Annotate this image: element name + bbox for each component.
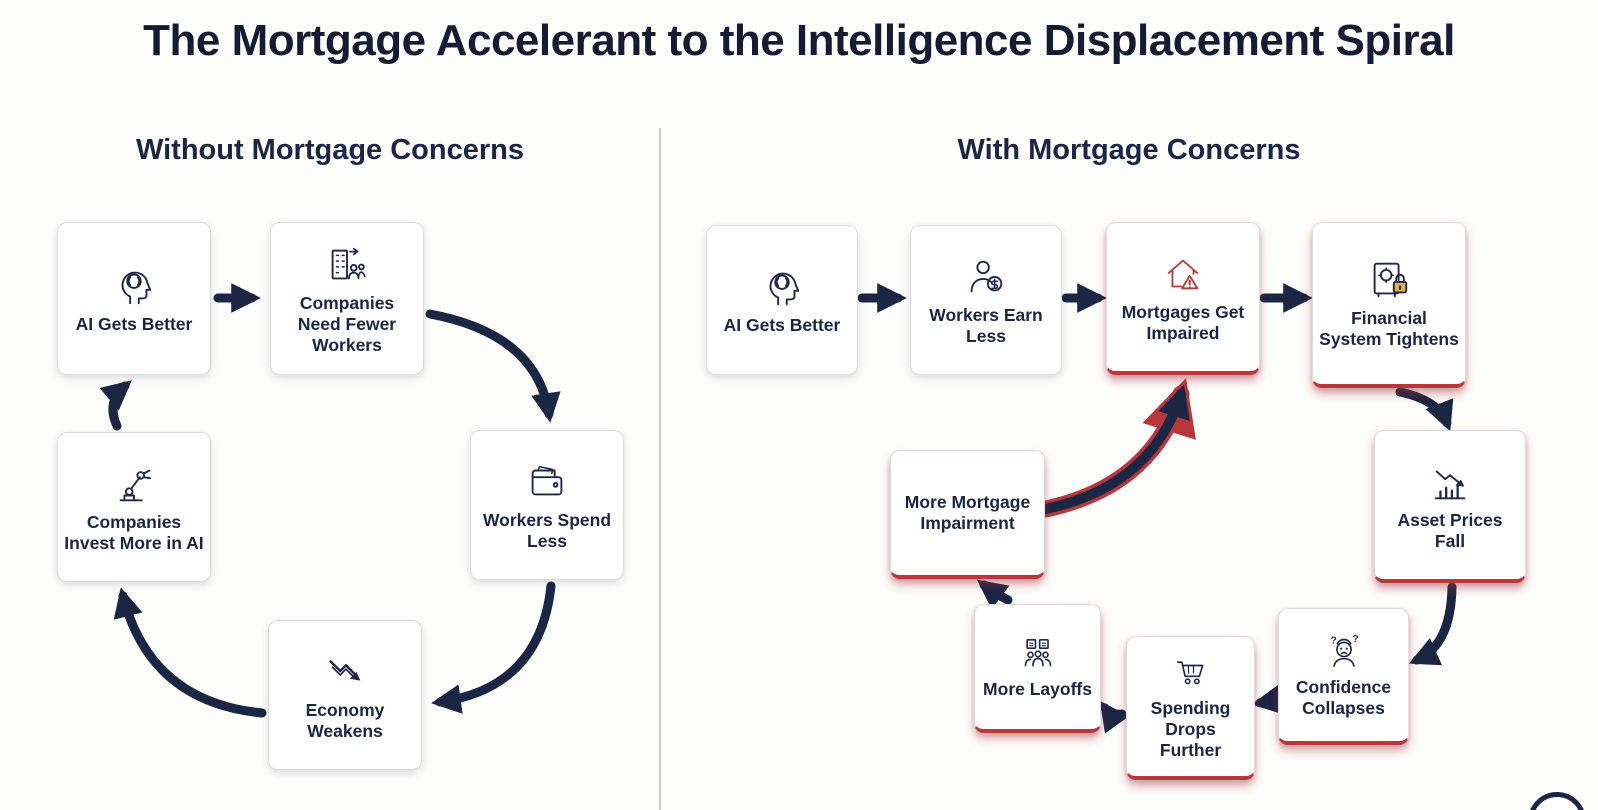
node-more-layoffs: More Layoffs <box>974 604 1101 733</box>
arrow-feedback <box>1041 384 1190 514</box>
safe-lock-icon <box>1366 257 1412 303</box>
node-label: Mortgages Get Impaired <box>1121 301 1245 343</box>
node-label: AI Gets Better <box>723 315 841 335</box>
node-confidence-collapses: ? ? Confidence Collapses <box>1278 608 1409 745</box>
worried-person-icon: ? ? <box>1324 632 1364 672</box>
node-label: More Mortgage Impairment <box>904 492 1031 533</box>
arrow-spendless-to-economy <box>431 581 556 714</box>
node-label: Workers Earn Less <box>929 304 1043 346</box>
panel-divider <box>659 128 661 810</box>
node-financial-system-tightens: Financial System Tightens <box>1312 222 1466 388</box>
node-workers-earn-less: Workers Earn Less <box>910 225 1062 375</box>
wallet-icon <box>524 459 570 505</box>
chart-decline-icon <box>1427 459 1473 505</box>
node-asset-prices-fall: Asset Prices Fall <box>1374 430 1526 583</box>
shopping-cart-icon <box>1171 653 1211 693</box>
arrow-financial-to-assets <box>1395 387 1454 432</box>
logo-mark <box>1528 792 1586 810</box>
downturn-arrow-icon <box>322 649 368 695</box>
left-panel-heading: Without Mortgage Concerns <box>135 134 524 166</box>
node-economy-weakens: Economy Weakens <box>268 620 422 770</box>
layoffs-people-icon <box>1018 634 1058 674</box>
company-workers-icon <box>324 242 370 288</box>
right-panel-heading: With Mortgage Concerns <box>957 134 1301 166</box>
node-label: Economy Weakens <box>305 699 385 741</box>
arrow-layoffs-to-impairment <box>976 579 1013 610</box>
arrow-spending-to-layoffs <box>1099 700 1130 734</box>
brain-icon <box>111 263 157 309</box>
node-label: Confidence Collapses <box>1295 676 1392 718</box>
node-label: Companies Invest More in AI <box>64 511 204 553</box>
node-mortgages-get-impaired: Mortgages Get Impaired <box>1106 222 1260 375</box>
node-label: AI Gets Better <box>75 313 193 334</box>
arrow-invest-to-ai <box>99 380 132 431</box>
house-warning-icon <box>1160 251 1206 297</box>
node-label: Spending Drops Further <box>1150 697 1231 760</box>
arrow-companies-to-spendless <box>425 309 561 423</box>
arrow-economy-to-invest <box>113 587 267 718</box>
page-title: The Mortgage Accelerant to the Intellige… <box>143 16 1455 65</box>
node-ai-gets-better-left: AI Gets Better <box>57 222 211 375</box>
node-label: More Layoffs <box>983 679 1092 699</box>
worker-dollar-icon <box>963 254 1009 300</box>
node-companies-need-fewer-workers: Companies Need Fewer Workers <box>270 222 424 375</box>
node-label: Asset Prices Fall <box>1397 509 1503 551</box>
arrow-confidence-to-spending <box>1251 684 1283 715</box>
node-companies-invest-more-in-ai: Companies Invest More in AI <box>57 432 211 582</box>
node-ai-gets-better-right: AI Gets Better <box>706 225 858 375</box>
arrow-feedback-outline <box>1037 377 1196 518</box>
node-label: Workers Spend Less <box>482 509 612 551</box>
svg-text:?: ? <box>1352 634 1358 645</box>
brain-icon <box>759 264 805 310</box>
node-spending-drops-further: Spending Drops Further <box>1126 636 1255 780</box>
node-label: Companies Need Fewer Workers <box>297 292 397 355</box>
node-workers-spend-less: Workers Spend Less <box>470 430 624 580</box>
robot-arm-icon <box>111 461 157 507</box>
node-label: Financial System Tightens <box>1319 308 1459 349</box>
node-more-mortgage-impairment: More Mortgage Impairment <box>890 450 1045 579</box>
arrow-assets-to-confidence <box>1408 582 1457 666</box>
svg-text:?: ? <box>1330 635 1336 646</box>
